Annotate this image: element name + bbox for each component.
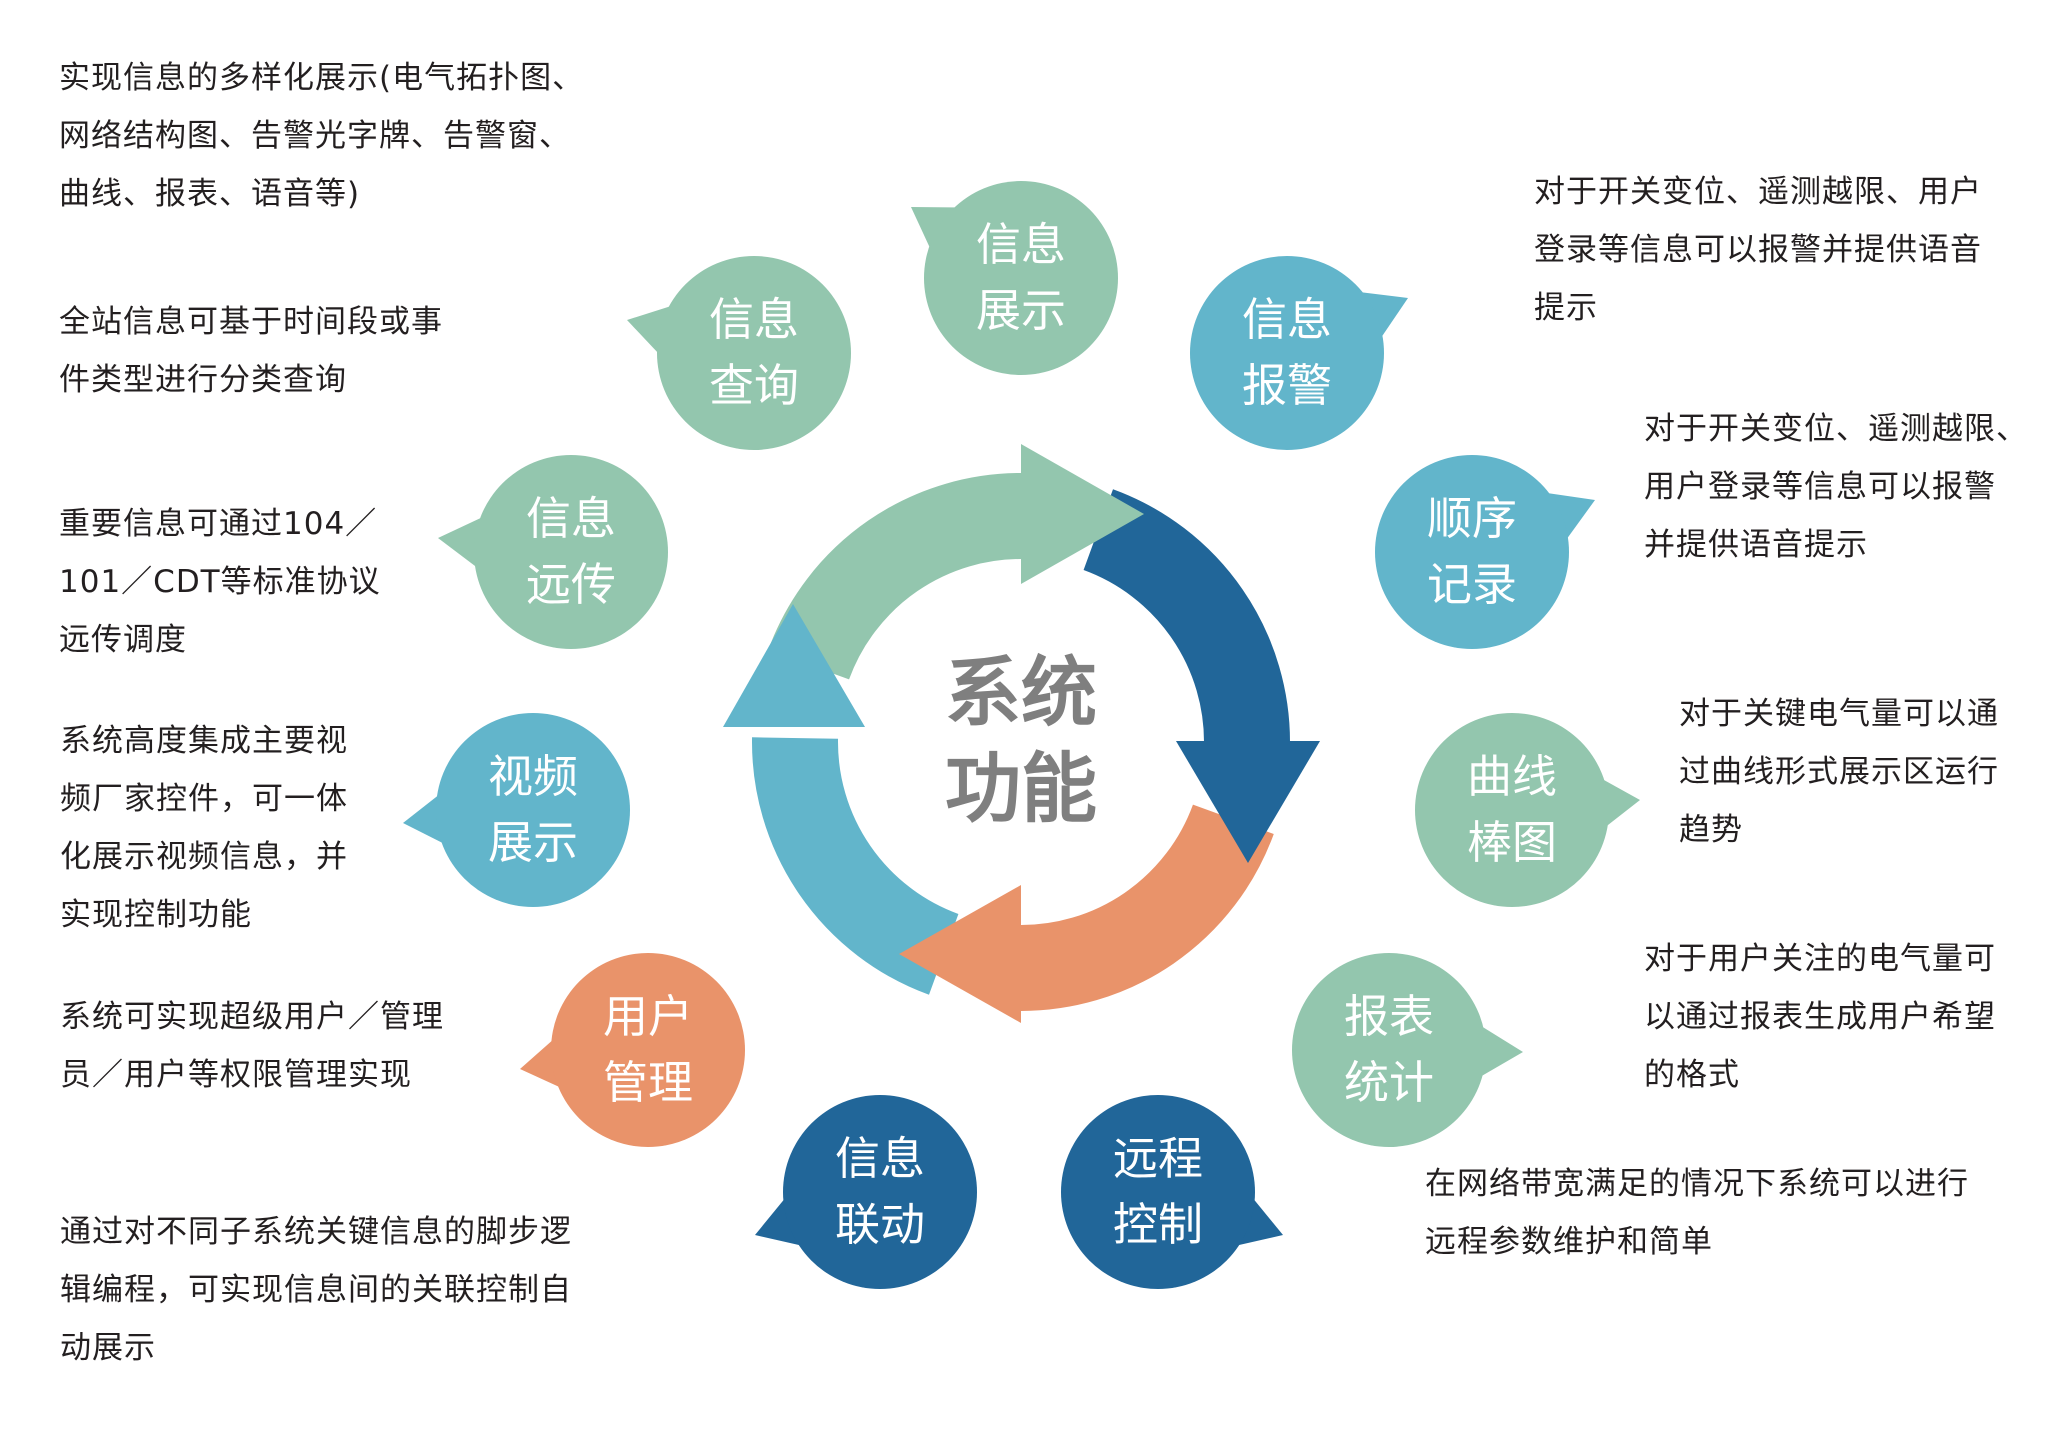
description-report-stats: 对于用户关注的电气量可以通过报表生成用户希望的格式 bbox=[1644, 930, 1996, 1104]
bubble-label-line: 报表 bbox=[1343, 990, 1434, 1043]
description-info-remote: 重要信息可通过104／ 101／CDT等标准协议远传调度 bbox=[59, 495, 381, 669]
bubble-label-line: 棒图 bbox=[1466, 816, 1557, 869]
description-line: 动展示 bbox=[60, 1330, 156, 1366]
bubble-label-line: 用户 bbox=[602, 990, 693, 1043]
description-line: 实现信息的多样化展示(电气拓扑图、 bbox=[59, 60, 585, 96]
bubble-label-line: 统计 bbox=[1343, 1056, 1434, 1109]
bubble-label-info-remote: 信息远传 bbox=[471, 486, 671, 618]
bubble-user-management bbox=[551, 953, 745, 1147]
bubble-label-line: 远程 bbox=[1112, 1132, 1203, 1185]
cycle-arrow-dark_blue-head bbox=[1176, 741, 1320, 863]
description-line: 登录等信息可以报警并提供语音 bbox=[1534, 232, 1982, 268]
bubble-label-line: 管理 bbox=[602, 1056, 693, 1109]
description-info-query: 全站信息可基于时间段或事件类型进行分类查询 bbox=[59, 293, 443, 409]
bubble-label-line: 展示 bbox=[487, 816, 578, 869]
description-line: 系统可实现超级用户／管理 bbox=[60, 999, 444, 1035]
cycle-arrow-orange-head bbox=[899, 885, 1021, 1023]
description-line: 实现控制功能 bbox=[60, 897, 252, 933]
description-line: 对于关键电气量可以通 bbox=[1679, 696, 1999, 732]
bubble-label-sequence-record: 顺序记录 bbox=[1372, 486, 1572, 618]
bubble-label-line: 信息 bbox=[975, 218, 1066, 271]
bubble-label-video-display: 视频展示 bbox=[433, 744, 633, 876]
description-line: 远传调度 bbox=[59, 622, 187, 658]
bubble-info-query bbox=[657, 256, 851, 450]
description-video-display: 系统高度集成主要视频厂家控件，可一体化展示视频信息，并实现控制功能 bbox=[60, 712, 348, 944]
bubble-label-line: 联动 bbox=[834, 1198, 925, 1251]
cycle-arrow-light_blue-arc bbox=[752, 737, 960, 995]
bubble-info-remote bbox=[474, 455, 668, 649]
description-line: 对于开关变位、遥测越限、 bbox=[1644, 411, 2028, 447]
description-line: 101／CDT等标准协议 bbox=[59, 564, 381, 600]
bubble-remote-control bbox=[1061, 1095, 1255, 1289]
center-title-line: 功能 bbox=[945, 744, 1097, 833]
description-user-management: 系统可实现超级用户／管理员／用户等权限管理实现 bbox=[60, 988, 444, 1104]
description-line: 的格式 bbox=[1644, 1057, 1740, 1093]
description-line: 以通过报表生成用户希望 bbox=[1644, 999, 1996, 1035]
bubble-label-user-management: 用户管理 bbox=[548, 984, 748, 1116]
center-title: 系统 功能 bbox=[921, 645, 1121, 837]
bubble-video-display bbox=[436, 713, 630, 907]
bubble-label-line: 信息 bbox=[708, 293, 799, 346]
description-curve-chart: 对于关键电气量可以通过曲线形式展示区运行趋势 bbox=[1679, 685, 1999, 859]
description-line: 趋势 bbox=[1679, 812, 1743, 848]
bubble-label-line: 记录 bbox=[1426, 558, 1517, 611]
description-line: 系统高度集成主要视 bbox=[60, 723, 348, 759]
description-info-alarm: 对于开关变位、遥测越限、用户登录等信息可以报警并提供语音提示 bbox=[1534, 163, 1982, 337]
bubble-label-info-query: 信息查询 bbox=[654, 287, 854, 419]
description-line: 化展示视频信息，并 bbox=[60, 839, 348, 875]
description-line: 远程参数维护和简单 bbox=[1425, 1224, 1713, 1260]
description-line: 辑编程，可实现信息间的关联控制自 bbox=[60, 1272, 572, 1308]
description-line: 员／用户等权限管理实现 bbox=[60, 1057, 412, 1093]
description-line: 重要信息可通过104／ bbox=[59, 506, 378, 542]
center-title-line: 系统 bbox=[945, 648, 1097, 737]
description-line: 在网络带宽满足的情况下系统可以进行 bbox=[1425, 1166, 1969, 1202]
cycle-arrow-orange-arc bbox=[1016, 803, 1274, 1011]
bubble-label-info-linkage: 信息联动 bbox=[780, 1126, 980, 1258]
bubble-label-line: 视频 bbox=[487, 750, 578, 803]
bubble-info-alarm bbox=[1190, 256, 1384, 450]
bubble-label-line: 控制 bbox=[1112, 1198, 1203, 1251]
description-line: 全站信息可基于时间段或事 bbox=[59, 304, 443, 340]
bubble-report-stats bbox=[1292, 953, 1486, 1147]
description-line: 频厂家控件，可一体 bbox=[60, 781, 348, 817]
description-info-linkage: 通过对不同子系统关键信息的脚步逻辑编程，可实现信息间的关联控制自动展示 bbox=[60, 1203, 572, 1377]
cycle-arrow-green-head bbox=[1021, 444, 1144, 584]
bubble-label-line: 信息 bbox=[1241, 293, 1332, 346]
bubble-label-line: 报警 bbox=[1241, 359, 1332, 412]
bubble-label-line: 展示 bbox=[975, 284, 1066, 337]
bubble-label-report-stats: 报表统计 bbox=[1289, 984, 1489, 1116]
description-line: 网络结构图、告警光字牌、告警窗、 bbox=[59, 118, 571, 154]
description-line: 并提供语音提示 bbox=[1644, 527, 1868, 563]
bubble-sequence-record bbox=[1375, 455, 1569, 649]
bubble-curve-chart bbox=[1415, 713, 1609, 907]
description-line: 通过对不同子系统关键信息的脚步逻 bbox=[60, 1214, 572, 1250]
description-line: 提示 bbox=[1534, 290, 1598, 326]
bubble-label-info-alarm: 信息报警 bbox=[1187, 287, 1387, 419]
bubble-label-line: 曲线 bbox=[1466, 750, 1557, 803]
description-sequence-record: 对于开关变位、遥测越限、用户登录等信息可以报警并提供语音提示 bbox=[1644, 400, 2028, 574]
cycle-arrow-light_blue-head bbox=[723, 604, 865, 727]
bubble-label-info-display: 信息展示 bbox=[921, 212, 1121, 344]
cycle-arrow-dark_blue-arc bbox=[1082, 489, 1290, 747]
bubble-label-line: 顺序 bbox=[1426, 492, 1517, 545]
bubble-label-line: 信息 bbox=[525, 492, 616, 545]
description-line: 对于开关变位、遥测越限、用户 bbox=[1534, 174, 1982, 210]
description-line: 过曲线形式展示区运行 bbox=[1679, 754, 1999, 790]
description-line: 用户登录等信息可以报警 bbox=[1644, 469, 1996, 505]
description-info-display: 实现信息的多样化展示(电气拓扑图、网络结构图、告警光字牌、告警窗、曲线、报表、语… bbox=[59, 49, 584, 223]
bubble-label-line: 信息 bbox=[834, 1132, 925, 1185]
description-line: 对于用户关注的电气量可 bbox=[1644, 941, 1996, 977]
bubble-label-curve-chart: 曲线棒图 bbox=[1412, 744, 1612, 876]
description-line: 曲线、报表、语音等) bbox=[59, 176, 361, 212]
bubble-label-line: 查询 bbox=[708, 359, 799, 412]
description-remote-control: 在网络带宽满足的情况下系统可以进行远程参数维护和简单 bbox=[1425, 1155, 1969, 1271]
description-line: 件类型进行分类查询 bbox=[59, 362, 347, 398]
bubble-label-remote-control: 远程控制 bbox=[1058, 1126, 1258, 1258]
cycle-arrow-green-arc bbox=[768, 473, 1026, 681]
bubble-info-display bbox=[924, 181, 1118, 375]
bubble-label-line: 远传 bbox=[525, 558, 616, 611]
bubble-info-linkage bbox=[783, 1095, 977, 1289]
